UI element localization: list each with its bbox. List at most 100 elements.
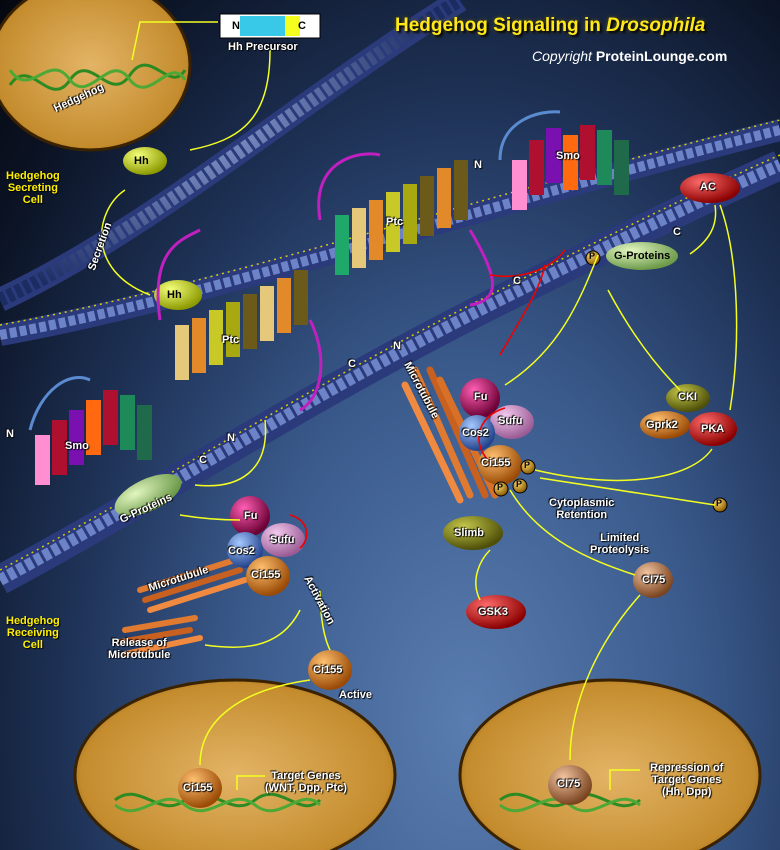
- secreting-cell-label-line-2: Secreting: [7, 182, 58, 195]
- receiving-cell-label-line-2: Receiving: [6, 627, 59, 640]
- ptc-left-label: Ptc: [222, 334, 240, 346]
- phospho-badges: [493, 250, 728, 513]
- gprk2-label: Gprk2: [646, 419, 678, 431]
- gsk3-label: GSK3: [478, 606, 508, 618]
- active-label: Active: [339, 689, 373, 701]
- c-terminus-smo-right: C: [673, 226, 681, 238]
- complex-left: [227, 496, 305, 596]
- ci75-nuclear-shape: [548, 765, 592, 805]
- cos2-right-label: Cos2: [462, 427, 489, 439]
- gsk3-shape: [466, 595, 526, 629]
- target-genes-label: Target Genes (WNT, Dpp, Ptc): [265, 770, 347, 794]
- ci75-nuclear-label: CI75: [557, 778, 581, 790]
- copyright-site: ProteinLounge.com: [595, 48, 728, 64]
- page-title: Hedgehog Signaling in Drosophila: [395, 15, 706, 37]
- n-terminus-smo-right: N: [474, 159, 482, 171]
- ptc-right-label: Ptc: [386, 216, 404, 228]
- copyright-prefix: Copyright: [532, 48, 592, 64]
- repression-line-3: (Hh, Dpp): [661, 786, 712, 799]
- repression-label: Repression of Target Genes (Hh, Dpp): [650, 762, 723, 798]
- limited-proteolysis-line-2: Proteolysis: [590, 544, 650, 557]
- g-proteins-right-shape: [606, 242, 678, 270]
- p-badge-ci155-3: P: [497, 482, 504, 492]
- secreting-cell-label-line-1: Hedgehog: [6, 170, 60, 182]
- p-badge-ci155-1: P: [524, 460, 531, 470]
- title-main: Hedgehog Signaling in: [395, 15, 601, 36]
- ci155-nuclear-shape: [178, 768, 222, 808]
- ci75-label: CI75: [642, 574, 666, 586]
- receiving-cell-label-line-1: Hedgehog: [6, 615, 60, 627]
- hh-ligand-secreted: [123, 147, 167, 175]
- dna-secreting: [8, 63, 187, 91]
- cytoplasmic-retention-label: Cytoplasmic Retention: [549, 497, 614, 521]
- c-terminus-smo-left: C: [199, 454, 207, 466]
- receiving-cell-label: Hedgehog Receiving Cell: [6, 615, 60, 651]
- ptc-receptor-left: [156, 228, 323, 412]
- cos2-left-label: Cos2: [228, 545, 255, 557]
- ptc-receptor-right: [317, 152, 494, 307]
- hh-bound-label: Hh: [167, 289, 182, 301]
- receiving-nucleus-right: [458, 678, 762, 850]
- target-genes-line-1: Target Genes: [271, 770, 341, 782]
- gprk2-kinase: [640, 411, 690, 439]
- cki-kinase: [666, 384, 710, 412]
- receiving-cell-label-line-3: Cell: [22, 639, 43, 652]
- pka-label: PKA: [701, 423, 725, 435]
- release-label-line-1: Release of: [111, 637, 167, 649]
- ac-label: AC: [700, 181, 716, 193]
- fu-left-label: Fu: [244, 510, 258, 522]
- release-microtubule-label: Release of Microtubule: [108, 637, 170, 661]
- slimb-shape: [443, 516, 503, 550]
- c-terminus-ptc-left: C: [348, 358, 356, 370]
- ci155-right-label: Ci155: [481, 457, 511, 469]
- copyright: Copyright ProteinLounge.com: [532, 48, 728, 64]
- cki-label: CKI: [678, 391, 697, 403]
- smo-receptor-left: [28, 376, 152, 485]
- smo-receptor-right: [498, 110, 629, 210]
- hh-secreted-label: Hh: [134, 155, 149, 167]
- ci75-shape: [633, 562, 673, 598]
- p-badge-free: P: [716, 498, 723, 508]
- precursor-c: C: [298, 20, 306, 32]
- secreting-cell-label-line-3: Cell: [22, 194, 43, 207]
- repression-line-1: Repression of: [650, 762, 724, 774]
- repression-line-2: Target Genes: [651, 774, 722, 787]
- release-label-line-2: Microtubule: [108, 649, 171, 662]
- microtubule-released: [117, 615, 203, 657]
- cytoplasmic-retention-line-2: Retention: [556, 509, 608, 522]
- c-terminus-ptc-right: C: [513, 275, 521, 287]
- secreting-cell-label: Hedgehog Secreting Cell: [6, 170, 60, 206]
- ci155-left-label: Ci155: [251, 569, 281, 581]
- dna-receiving-left: [114, 792, 322, 813]
- pka-kinase: [689, 412, 737, 446]
- pathway-arrows: [100, 21, 738, 790]
- precursor-label: Hh Precursor: [228, 41, 298, 53]
- microtubule-bundle-left: [137, 557, 248, 613]
- p-badge-g-proteins: P: [589, 251, 596, 261]
- ci155-active-label: Ci155: [313, 664, 343, 676]
- complex-right: [459, 378, 534, 485]
- ci155-active-shape: [308, 650, 352, 690]
- smo-left-label: Smo: [65, 440, 89, 452]
- p-badge-ci155-2: P: [516, 479, 523, 489]
- hh-ligand-bound: [154, 280, 202, 310]
- hh-precursor-gene: [219, 13, 321, 39]
- limited-proteolysis-label: Limited Proteolysis: [590, 532, 649, 556]
- sufu-left-label: Sufu: [270, 534, 295, 546]
- n-terminus-smo-left: N: [6, 428, 14, 440]
- target-genes-line-2: (WNT, Dpp, Ptc): [265, 782, 347, 795]
- n-terminus-ptc-right: N: [393, 340, 401, 352]
- g-proteins-right-label: G-Proteins: [614, 250, 671, 262]
- inhibition-arrows: [289, 249, 566, 549]
- cytoplasmic-retention-line-1: Cytoplasmic: [549, 497, 615, 509]
- slimb-label: Slimb: [454, 527, 484, 539]
- sufu-right-label: Sufu: [498, 415, 523, 427]
- g-proteins-left-shape: [114, 473, 182, 517]
- title-italic: Drosophila: [606, 15, 706, 36]
- smo-right-label: Smo: [556, 150, 580, 162]
- fu-right-label: Fu: [474, 391, 488, 403]
- ac-enzyme: [680, 173, 740, 203]
- limited-proteolysis-line-1: Limited: [600, 532, 640, 544]
